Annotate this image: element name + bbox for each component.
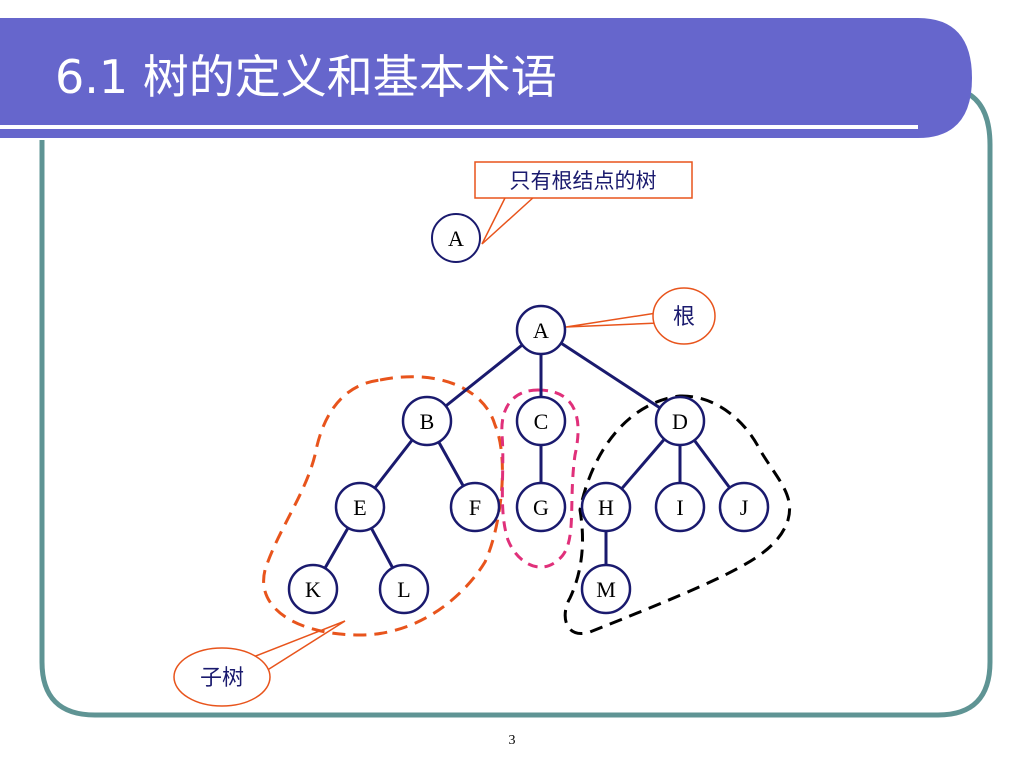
tree-node-c: C (515, 395, 567, 447)
tree-node-i: I (654, 481, 706, 533)
title-bar (0, 18, 972, 138)
tree-node-k-label: K (305, 577, 321, 602)
tree-node-a: A (515, 304, 567, 356)
tree-node-m-label: M (596, 577, 616, 602)
tree-node-g: G (515, 481, 567, 533)
callout-subtree-label: 子树 (200, 666, 244, 691)
callout-root: 根 (565, 287, 716, 345)
content-frame (39, 87, 993, 718)
tree-node-f: F (449, 481, 501, 533)
callout-root-label: 根 (673, 305, 695, 330)
tree-node-g-label: G (533, 495, 549, 520)
tree-node-h: H (580, 481, 632, 533)
tree-node-k: K (287, 563, 339, 615)
tree-node-j-label: J (740, 495, 749, 520)
page-title: 6.1 树的定义和基本术语 (55, 50, 557, 104)
single-node-a: A (431, 213, 481, 263)
subtree-outline-c (500, 388, 580, 569)
tree-node-l-label: L (397, 577, 410, 602)
tree-node-j: J (718, 481, 770, 533)
subtree-outline-b (262, 375, 504, 637)
tree-node-a-label: A (533, 318, 549, 343)
tree-node-l: L (378, 563, 430, 615)
callout-root-only: 只有根结点的树 (474, 161, 693, 245)
tree-node-e: E (334, 481, 386, 533)
tree-node-b: B (401, 395, 453, 447)
tree-node-c-label: C (534, 409, 549, 434)
tree-node-i-label: I (676, 495, 683, 520)
tree-node-d-label: D (672, 409, 688, 434)
tree-node-e-label: E (353, 495, 366, 520)
tree-node-h-label: H (598, 495, 614, 520)
callout-root-only-label: 只有根结点的树 (510, 169, 657, 193)
single-node-a-label: A (448, 226, 464, 251)
tree-node-b-label: B (420, 409, 435, 434)
tree-node-m: M (580, 563, 632, 615)
tree-node-d: D (654, 395, 706, 447)
tree-node-f-label: F (469, 495, 481, 520)
callout-subtree: 子树 (173, 620, 346, 707)
edge-a-d (540, 328, 681, 423)
page-number: 3 (508, 733, 516, 748)
tree-edges (311, 328, 746, 590)
